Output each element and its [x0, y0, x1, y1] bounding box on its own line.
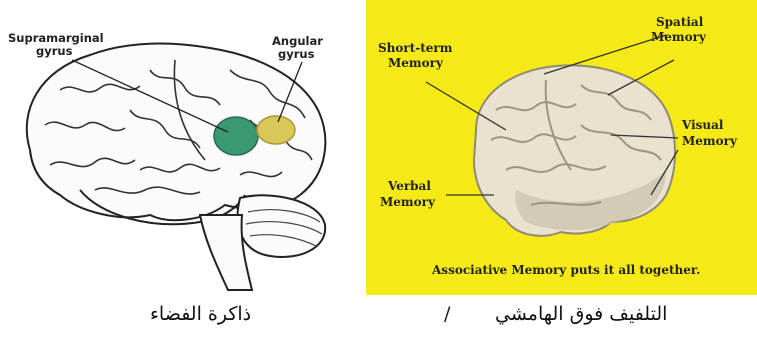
- label-verbal-line1: Verbal: [387, 179, 431, 193]
- right-memory-diagram: Short-term Memory Spatial Memory Visual …: [366, 0, 757, 295]
- label-spatial-line2: Memory: [651, 30, 707, 44]
- label-angular-line1: Angular: [272, 34, 323, 48]
- label-visual-line1: Visual: [681, 118, 724, 132]
- cerebellum: [238, 195, 326, 257]
- angular-gyrus-region: [257, 116, 295, 144]
- left-brain-svg: Supramarginal gyrus Angular gyrus: [0, 0, 350, 295]
- label-supramarginal-line1: Supramarginal: [8, 31, 104, 45]
- caption-separator: /: [444, 303, 450, 325]
- label-angular-line2: gyrus: [278, 47, 315, 61]
- label-visual-line2: Memory: [682, 134, 738, 148]
- right-brain-svg: Short-term Memory Spatial Memory Visual …: [366, 0, 757, 295]
- label-short-term-line1: Short-term: [378, 41, 453, 55]
- label-short-term-line2: Memory: [388, 56, 444, 70]
- label-supramarginal-line2: gyrus: [36, 44, 73, 58]
- label-spatial-line1: Spatial: [656, 15, 704, 29]
- left-brain-diagram: Supramarginal gyrus Angular gyrus: [0, 0, 350, 295]
- caption-supramarginal-arabic: التلفيف فوق الهامشي: [495, 303, 667, 325]
- label-verbal-line2: Memory: [380, 195, 436, 209]
- associative-memory-footer: Associative Memory puts it all together.: [431, 263, 700, 277]
- supramarginal-gyrus-region: [214, 117, 258, 155]
- caption-spatial-memory-arabic: ذاكرة الفضاء: [150, 303, 251, 325]
